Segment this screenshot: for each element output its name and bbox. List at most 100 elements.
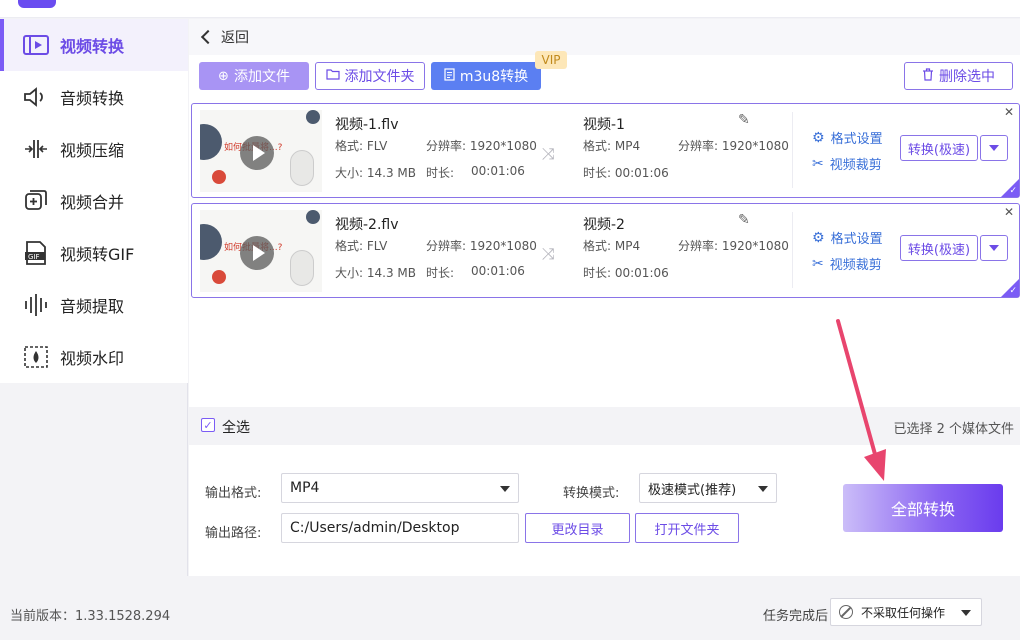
video-compress-icon [22, 135, 50, 163]
after-task-select[interactable]: 不采取任何操作 [830, 598, 982, 626]
format-settings-label: 格式设置 [830, 232, 883, 247]
gear-icon: ⚙ [812, 229, 825, 246]
video-crop-label: 视频裁剪 [829, 158, 882, 173]
source-duration-value: 00:01:06 [471, 164, 525, 178]
source-duration-label: 时长: [426, 166, 455, 180]
convert-fast-button[interactable]: 转换(极速) [900, 235, 978, 261]
video-thumbnail[interactable]: 如何批量将...? [200, 210, 322, 292]
source-file-name: 视频-2.flv [335, 217, 399, 233]
source-format: 格式: FLV [335, 139, 388, 153]
output-resolution: 分辨率: 1920*1080 [678, 139, 789, 153]
sidebar-item-watermark[interactable]: 视频水印 [0, 331, 188, 383]
vip-badge: VIP [535, 51, 567, 69]
select-all-label[interactable]: 全选 [222, 420, 250, 436]
output-duration: 时长: 00:01:06 [583, 266, 669, 280]
chevron-down-icon [758, 486, 768, 492]
video-crop-link[interactable]: ✂ 视频裁剪 [812, 154, 882, 174]
sidebar-item-label: 视频压缩 [60, 141, 125, 160]
source-duration-value: 00:01:06 [471, 264, 525, 278]
check-icon: ✓ [1009, 186, 1017, 196]
output-file-name: 视频-2 [583, 217, 625, 233]
back-button[interactable]: 返回 [199, 27, 249, 47]
output-format-select[interactable]: MP4 [281, 473, 519, 503]
close-icon[interactable]: ✕ [1004, 205, 1015, 219]
add-file-button[interactable]: ⊕ 添加文件 [199, 62, 309, 90]
video-crop-link[interactable]: ✂ 视频裁剪 [812, 254, 882, 274]
ban-icon [839, 605, 853, 619]
output-file-name: 视频-1 [583, 117, 625, 133]
source-size: 大小: 14.3 MB [335, 166, 416, 180]
app-logo-icon [18, 0, 56, 8]
convert-mode-label: 转换模式: [563, 486, 620, 501]
sidebar-item-label: 视频转GIF [60, 245, 135, 264]
source-resolution: 分辨率: 1920*1080 [426, 239, 537, 253]
select-bar: ✓ 全选 已选择 2 个媒体文件 [189, 407, 1020, 445]
output-format-label: 输出格式: [205, 486, 262, 501]
open-folder-button[interactable]: 打开文件夹 [635, 513, 739, 543]
after-task-value: 不采取任何操作 [861, 605, 946, 620]
top-strip [0, 0, 1020, 18]
sidebar-item-audio-extract[interactable]: 音频提取 [0, 279, 188, 331]
scissors-icon: ✂ [812, 255, 824, 272]
change-directory-button[interactable]: 更改目录 [525, 513, 630, 543]
selected-corner-badge [1001, 179, 1019, 197]
add-folder-button[interactable]: 添加文件夹 [315, 62, 425, 90]
sidebar-empty-area [0, 383, 188, 576]
play-icon[interactable] [240, 136, 274, 170]
footer: 当前版本：1.33.1528.294 任务完成后 不采取任何操作 [0, 588, 1020, 640]
file-row[interactable]: 如何批量将...? 视频-2.flv 格式: FLV 分辨率: 1920*108… [191, 203, 1020, 298]
delete-selected-button[interactable]: 删除选中 [904, 62, 1013, 90]
selected-count: 已选择 2 个媒体文件 [893, 422, 1014, 437]
scissors-icon: ✂ [812, 155, 824, 172]
format-settings-link[interactable]: ⚙ 格式设置 [812, 228, 883, 248]
m3u8-convert-button[interactable]: m3u8转换 [431, 62, 541, 90]
chevron-left-icon [200, 29, 216, 45]
sidebar-item-video-convert[interactable]: 视频转换 [0, 19, 188, 71]
sidebar-item-label: 音频提取 [60, 297, 125, 316]
convert-options-dropdown[interactable] [980, 235, 1008, 261]
sidebar-item-video-merge[interactable]: 视频合并 [0, 175, 188, 227]
output-path-label: 输出路径: [205, 526, 262, 541]
gear-icon: ⚙ [812, 129, 825, 146]
select-all-checkbox[interactable]: ✓ [201, 418, 215, 432]
main-panel: 返回 ⊕ 添加文件 添加文件夹 m3u8转换 VIP 删除选中 如何批量将...… [189, 19, 1020, 576]
trash-icon [922, 67, 934, 85]
svg-text:GIF: GIF [28, 253, 40, 261]
sidebar-item-video-compress[interactable]: 视频压缩 [0, 123, 188, 175]
plus-circle-icon: ⊕ [218, 68, 229, 84]
convert-fast-button[interactable]: 转换(极速) [900, 135, 978, 161]
output-path-input[interactable]: C:/Users/admin/Desktop [281, 513, 519, 543]
annotation-arrow [836, 319, 886, 481]
output-format-value: MP4 [290, 480, 320, 496]
output-resolution: 分辨率: 1920*1080 [678, 239, 789, 253]
sidebar-item-label: 音频转换 [60, 89, 125, 108]
check-icon: ✓ [1009, 286, 1017, 296]
toolbar [189, 55, 1020, 99]
close-icon[interactable]: ✕ [1004, 105, 1015, 119]
add-file-label: 添加文件 [233, 69, 290, 85]
divider [792, 212, 793, 288]
convert-mode-value: 极速模式(推荐) [648, 482, 737, 498]
sidebar-item-audio-convert[interactable]: 音频转换 [0, 71, 188, 123]
audio-convert-icon [22, 83, 50, 111]
convert-all-button[interactable]: 全部转换 [843, 484, 1003, 532]
sidebar-item-label: 视频合并 [60, 193, 125, 212]
convert-options-dropdown[interactable] [980, 135, 1008, 161]
document-icon [444, 67, 455, 85]
file-row[interactable]: 如何批量将...? 视频-1.flv 格式: FLV 分辨率: 1920*108… [191, 103, 1020, 198]
sidebar-item-label: 视频转换 [60, 37, 125, 56]
sidebar: 视频转换 音频转换 视频压缩 视频合并 GIF 视频转GIF 音频提取 视频水 [0, 19, 188, 383]
sidebar-item-video-gif[interactable]: GIF 视频转GIF [0, 227, 188, 279]
format-settings-link[interactable]: ⚙ 格式设置 [812, 128, 883, 148]
gif-icon: GIF [22, 239, 50, 267]
source-file-name: 视频-1.flv [335, 117, 399, 133]
video-thumbnail[interactable]: 如何批量将...? [200, 110, 322, 192]
convert-mode-select[interactable]: 极速模式(推荐) [639, 473, 777, 503]
divider [792, 112, 793, 188]
format-settings-label: 格式设置 [830, 132, 883, 147]
play-icon[interactable] [240, 236, 274, 270]
shuffle-arrows-icon: ⤨ [542, 244, 555, 263]
edit-pencil-icon[interactable]: ✎ [738, 112, 750, 128]
back-label: 返回 [221, 30, 249, 46]
edit-pencil-icon[interactable]: ✎ [738, 212, 750, 228]
